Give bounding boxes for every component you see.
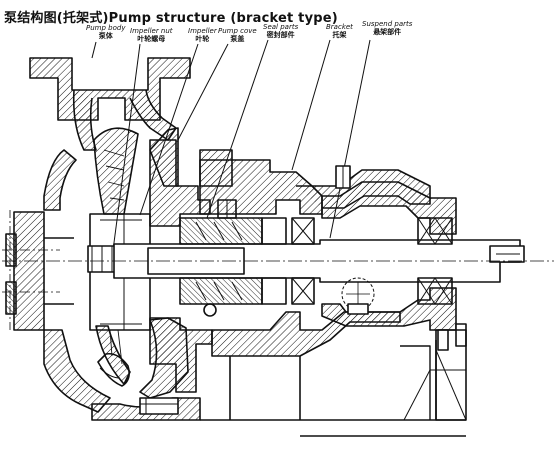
- suction-flange: [2, 210, 74, 331]
- suspend-parts: [291, 165, 467, 351]
- seal-parts: [179, 199, 287, 317]
- callout-impeller: Impeller 叶轮: [188, 27, 217, 43]
- pump-cover: [139, 139, 233, 415]
- callout-seal-parts: Seal parts 密封部件: [263, 23, 299, 39]
- shaft: [2, 239, 554, 283]
- callout-pump-cover: Pump cove 泵盖: [218, 27, 257, 43]
- impeller-nut: [87, 245, 117, 273]
- callout-suspend-parts: Suspend parts 悬架部件: [362, 20, 413, 36]
- support-foot: [400, 329, 467, 421]
- callout-bracket: Bracket 托架: [326, 23, 353, 39]
- callout-pump-body: Pump body 泵体: [86, 24, 126, 40]
- callout-impeller-nut: Impeller nut 叶轮螺母: [130, 27, 173, 43]
- figure-title: 泵结构图(托架式)Pump structure (bracket type): [4, 11, 338, 26]
